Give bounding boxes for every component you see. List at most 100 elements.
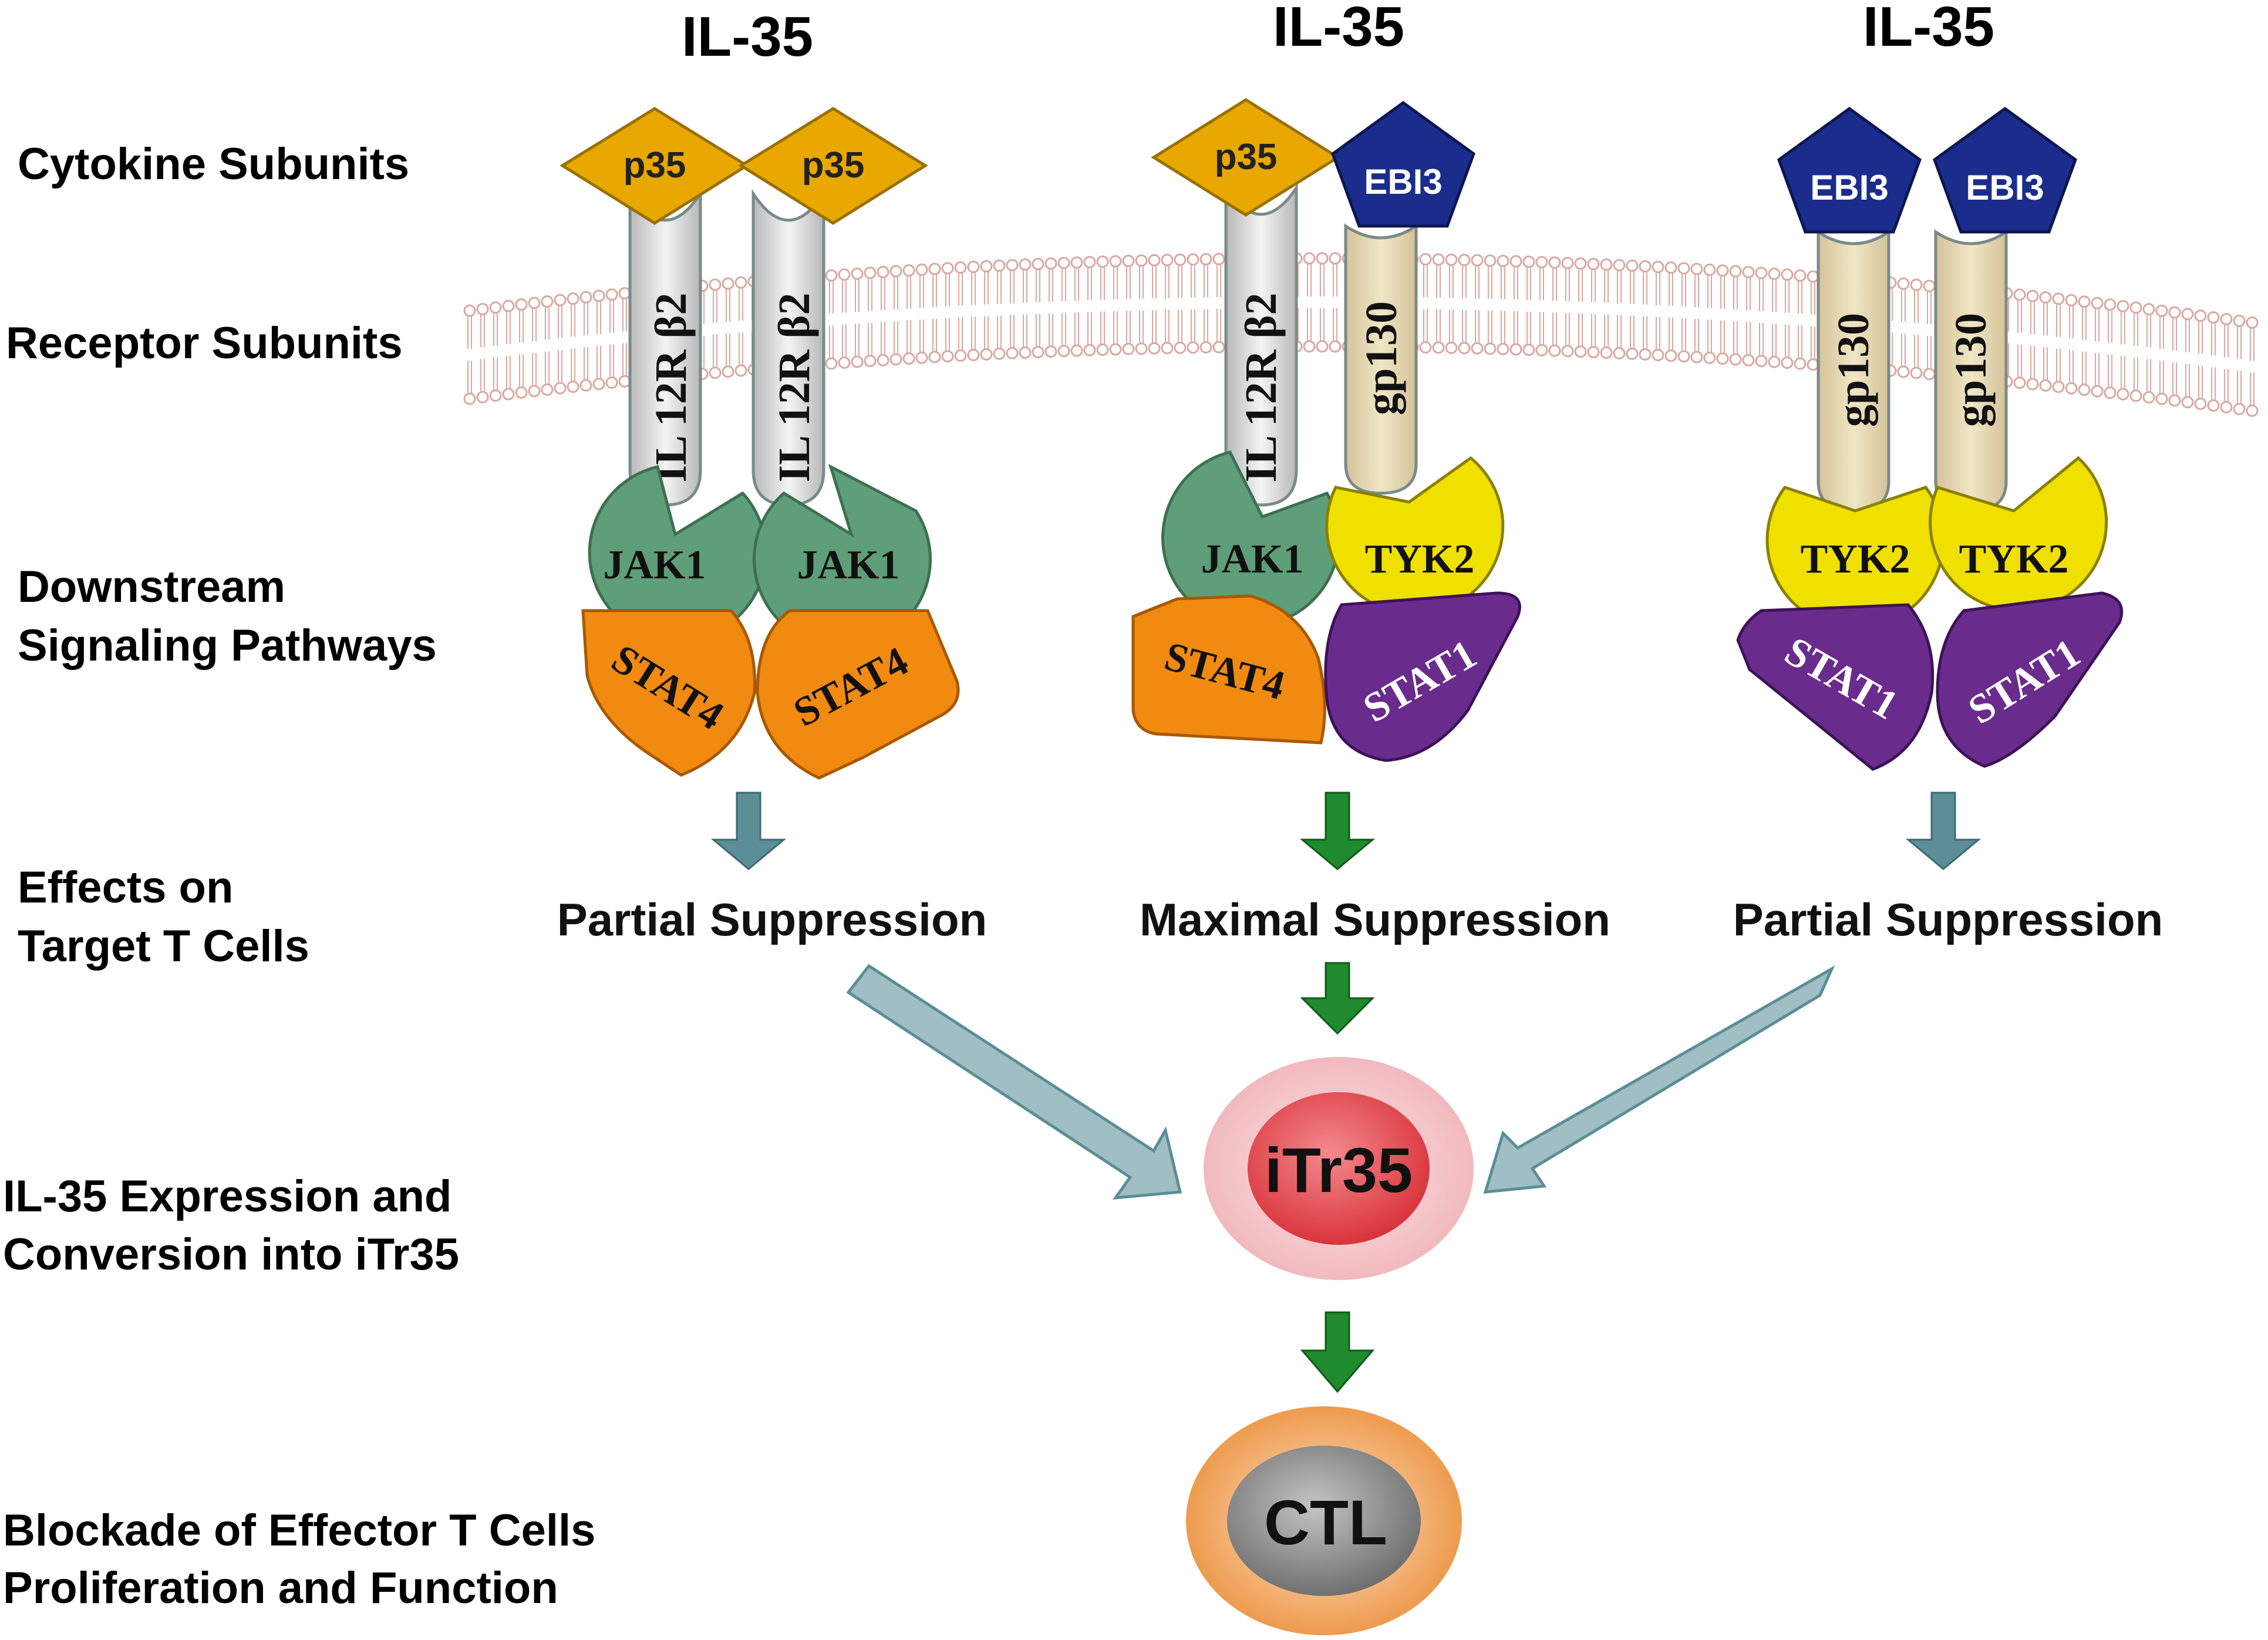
lipid-head xyxy=(1729,265,1742,278)
lipid-head xyxy=(1509,255,1522,268)
lipid-tail xyxy=(1023,270,1027,347)
lipid-head xyxy=(1199,341,1212,353)
cytokine-p35: p35 xyxy=(738,107,928,225)
lipid-tail xyxy=(1669,273,1673,350)
lipid-head xyxy=(592,289,605,302)
lipid-tail xyxy=(1914,291,1919,368)
lipid-head xyxy=(1574,345,1587,358)
lipid-head xyxy=(515,298,528,311)
lipid-tail xyxy=(868,278,872,355)
lipid-head xyxy=(1690,351,1703,363)
kinase-tyk2: TYK2 xyxy=(1929,456,2108,612)
lipid-tail xyxy=(2159,316,2164,393)
lipid-head xyxy=(864,267,877,279)
lipid-head xyxy=(2078,383,2091,396)
lipid-head xyxy=(1148,254,1161,267)
lipid-tail xyxy=(506,312,511,389)
svg-text:JAK1: JAK1 xyxy=(604,543,706,588)
lipid-tail xyxy=(1746,278,1751,355)
lipid-head xyxy=(605,376,618,389)
stat-stat4: STAT4 xyxy=(756,609,960,780)
lipid-tail xyxy=(1617,271,1622,348)
lipid-head xyxy=(864,355,877,368)
lipid-head xyxy=(1044,345,1057,358)
lipid-tail xyxy=(2146,315,2151,392)
lipid-head xyxy=(1910,278,1923,291)
lipid-head xyxy=(1187,253,1199,266)
lipid-head xyxy=(877,353,889,366)
lipid-tail xyxy=(2211,323,2216,400)
lipid-tail xyxy=(2224,325,2229,402)
lipid-head xyxy=(734,364,747,377)
complex-3: gp130 gp130 EBI3 EBI3 TYK2 TYK2 STAT1 S xyxy=(1736,106,2124,771)
lipid-head xyxy=(2052,292,2065,305)
lipid-tail xyxy=(1036,270,1040,346)
lipid-head xyxy=(1755,355,1768,368)
lipid-head xyxy=(1690,262,1703,275)
lipid-head xyxy=(1445,341,1458,354)
lipid-tail xyxy=(1488,266,1492,343)
lipid-head xyxy=(1096,255,1109,268)
lipid-tail xyxy=(842,280,847,357)
lipid-head xyxy=(2181,308,2194,321)
lipid-tail xyxy=(958,273,963,350)
lipid-tail xyxy=(1643,272,1647,349)
lipid-tail xyxy=(894,277,898,353)
label-effects-line2: Target T Cells xyxy=(18,921,309,971)
lipid-tail xyxy=(2134,313,2138,390)
lipid-tail xyxy=(1087,268,1092,345)
lipid-tail xyxy=(519,310,524,387)
label-expression-line2: Conversion into iTr35 xyxy=(3,1230,459,1279)
lipid-head xyxy=(1807,358,1819,371)
lipid-head xyxy=(1522,344,1535,356)
lipid-head xyxy=(1703,263,1716,276)
lipid-tail xyxy=(2082,307,2087,384)
lipid-tail xyxy=(1061,268,1066,345)
lipid-head xyxy=(579,379,592,392)
svg-text:EBI3: EBI3 xyxy=(1966,168,2044,207)
lipid-head xyxy=(2168,306,2181,319)
lipid-head xyxy=(2142,303,2155,316)
lipid-head xyxy=(1652,349,1664,362)
svg-text:JAK1: JAK1 xyxy=(1201,537,1304,582)
effect-label-complex-3: Partial Suppression xyxy=(1733,894,2163,945)
lipid-head xyxy=(1497,342,1509,355)
lipid-head xyxy=(1019,258,1032,271)
lipid-head xyxy=(592,378,605,390)
lipid-head xyxy=(928,262,941,275)
lipid-tail xyxy=(2095,309,2099,386)
lipid-tail xyxy=(1100,267,1105,344)
lipid-head xyxy=(2220,400,2233,413)
lipid-head xyxy=(1561,345,1574,358)
lipid-head xyxy=(1923,279,1936,292)
svg-text:JAK1: JAK1 xyxy=(797,543,900,588)
lipid-head xyxy=(1174,341,1187,354)
receptor-il12rb2: IL 12R β2 xyxy=(1224,183,1298,507)
lipid-head xyxy=(1729,353,1742,366)
complex-2: IL 12R β2 gp130 p35 EBI3 JAK1 TYK2 STAT4 xyxy=(1131,98,1521,762)
lipid-head xyxy=(2039,379,2052,392)
lipid-head xyxy=(1548,256,1561,269)
lipid-head xyxy=(1613,259,1626,272)
arrow-diagonal-right xyxy=(1483,965,1835,1194)
lipid-tail xyxy=(739,288,743,365)
lipid-tail xyxy=(932,275,937,352)
lipid-head xyxy=(1303,252,1316,265)
lipid-head xyxy=(476,302,489,315)
effect-label-complex-1: Partial Suppression xyxy=(557,894,988,945)
lipid-head xyxy=(941,262,954,275)
svg-text:TYK2: TYK2 xyxy=(1801,537,1910,582)
lipid-tail xyxy=(558,306,562,383)
lipid-head xyxy=(1497,254,1509,267)
lipid-head xyxy=(1664,261,1677,274)
lipid-head xyxy=(1484,254,1497,267)
lipid-tail xyxy=(984,272,989,349)
itr35-cell: iTr35 xyxy=(1204,1057,1474,1280)
lipid-head xyxy=(502,388,515,400)
lipid-head xyxy=(2065,294,2078,307)
lipid-tail xyxy=(2056,304,2061,381)
lipid-head xyxy=(1187,341,1199,354)
lipid-tail xyxy=(1656,272,1660,349)
lipid-head xyxy=(579,291,592,304)
lipid-tail xyxy=(726,289,730,366)
